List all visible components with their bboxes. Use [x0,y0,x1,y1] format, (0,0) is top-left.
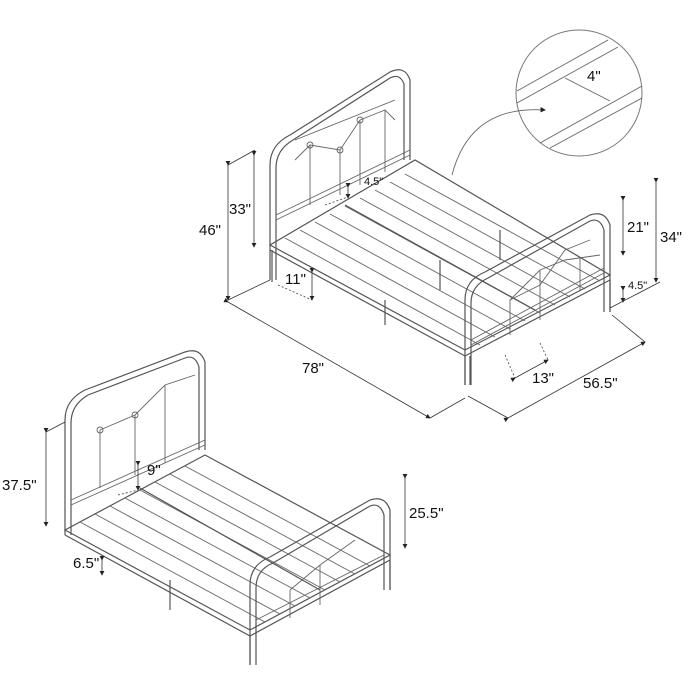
dim-under-bed-clearance: 11" [285,271,306,288]
dim-headboard-height: 33" [229,201,252,218]
top-dimensions [223,149,661,423]
dim-bottom-headboard-height: 37.5" [2,477,37,494]
slat-detail-callout [451,29,643,176]
dim-footboard-gap: 4.5" [628,280,648,292]
dim-bottom-headboard-gap: 9" [147,462,161,479]
dim-length: 78" [302,360,325,377]
dim-headboard-gap: 4.5" [364,176,384,188]
dim-total-height: 46" [199,222,222,239]
dim-footboard-height: 21" [627,219,650,236]
dim-width: 56.5" [583,375,618,392]
top-bed [268,69,612,385]
bottom-dimensions [43,421,408,576]
dim-footboard-total-height: 34" [660,229,683,246]
dim-bottom-under-bed-clearance: 6.5" [73,555,100,572]
dim-bottom-footboard-height: 25.5" [409,505,444,522]
bottom-bed [63,350,392,665]
dim-leg-spacing: 13" [532,370,555,387]
dim-slat-spacing: 4" [587,68,601,85]
